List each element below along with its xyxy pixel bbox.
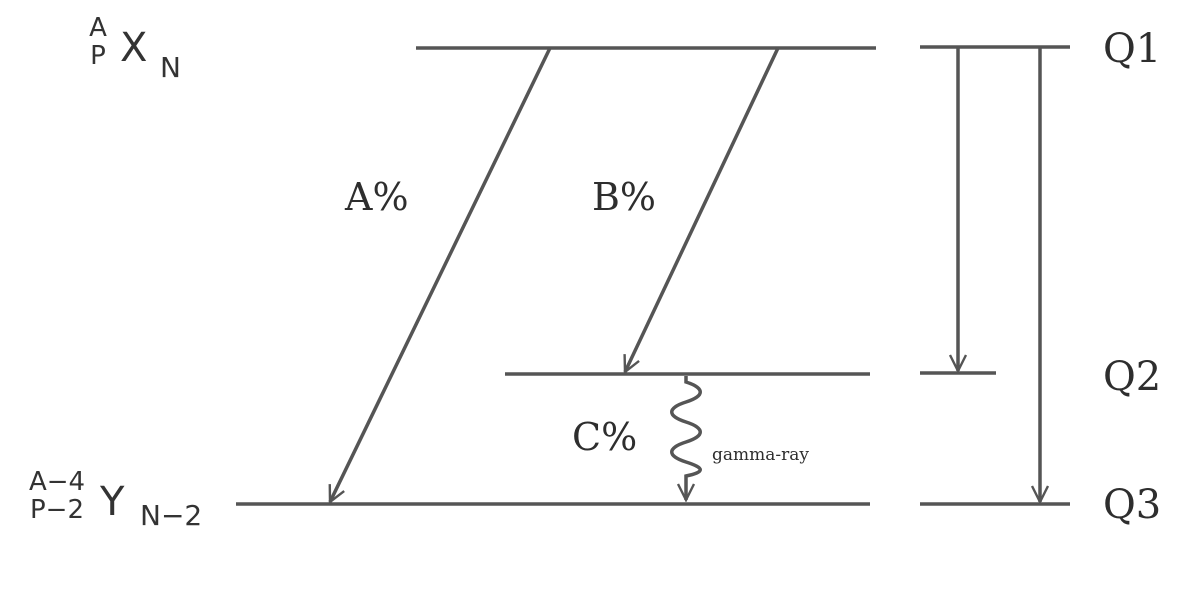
- parent-atomic-number: P: [90, 41, 106, 71]
- branch-a-arrow: [328, 47, 552, 502]
- gamma-ray-wave: [670, 376, 702, 500]
- level-q3-label: Q3: [1103, 482, 1161, 528]
- gamma-ray-label: gamma-ray: [712, 445, 809, 465]
- level-q2-label: Q2: [1103, 354, 1161, 400]
- branch-a-label: A%: [344, 175, 409, 219]
- branch-b-arrow: [625, 47, 780, 372]
- daughter-atomic-number: P−2: [29, 495, 84, 525]
- branch-b-label: B%: [592, 175, 656, 219]
- level-q1-label: Q1: [1103, 26, 1161, 72]
- daughter-mass-number: A−4: [28, 467, 86, 497]
- parent-symbol: X: [120, 25, 148, 71]
- daughter-symbol: Y: [100, 479, 125, 525]
- parent-mass-number: A: [89, 13, 107, 43]
- daughter-neutron-number: N−2: [140, 499, 203, 532]
- branch-c-label: C%: [572, 415, 637, 459]
- daughter-nucleus-label: A−4 P−2 Y N−2: [22, 464, 222, 544]
- parent-nucleus-label: A P X N: [86, 14, 206, 94]
- parent-neutron-number: N: [160, 51, 181, 84]
